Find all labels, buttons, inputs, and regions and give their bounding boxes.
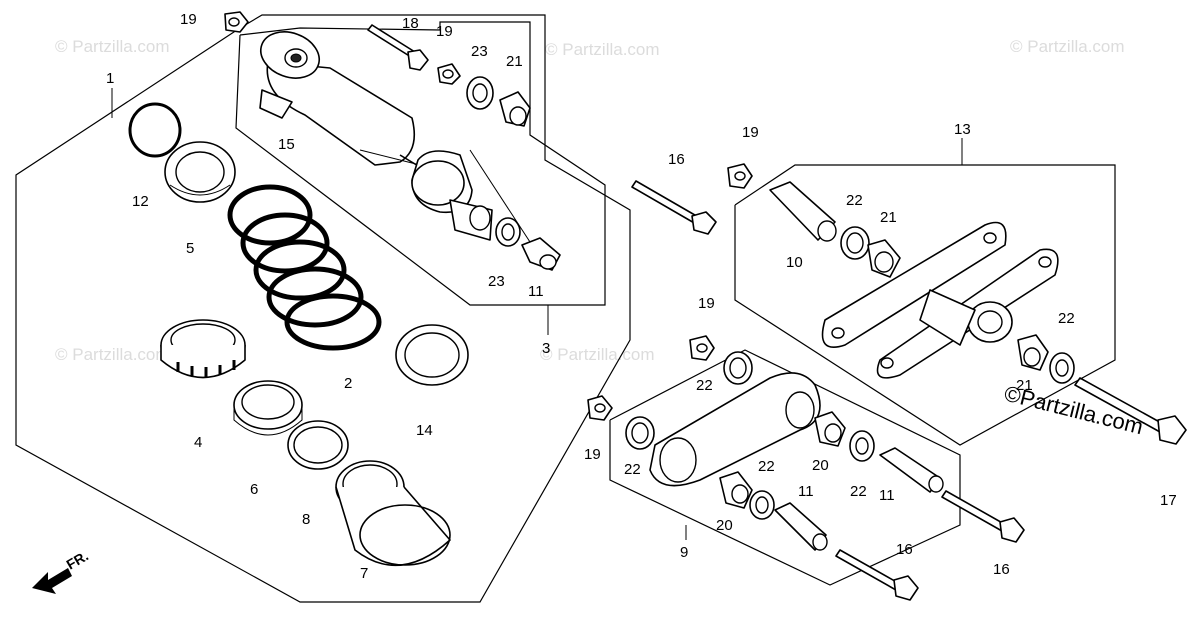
callout-8: 8: [302, 511, 310, 528]
callout-1: 1: [106, 70, 114, 87]
callout-19-right: 19: [742, 124, 759, 141]
seal-22-rod-left: [625, 416, 655, 450]
callout-22-rod-left: 22: [624, 461, 641, 478]
collar-11-left: [521, 237, 561, 271]
shock-absorber: [259, 31, 546, 266]
bushing-21-top: [499, 91, 531, 127]
bearing-cage-4: [160, 319, 246, 379]
callout-4: 4: [194, 434, 202, 451]
watermark: © Partzilla.com: [55, 345, 170, 364]
bushing-21-arm: [867, 239, 901, 278]
watermark: © Partzilla.com: [545, 40, 660, 59]
group-outlines: [15, 14, 1116, 603]
callout-12: 12: [132, 193, 149, 210]
callout-22-right: 22: [1058, 310, 1075, 327]
bushing-20-left: [719, 471, 753, 509]
nut-19-right: [727, 163, 753, 189]
group-3-outline: [235, 21, 606, 306]
callout-13: 13: [954, 121, 971, 138]
spring-seat-5: [164, 141, 236, 203]
seal-22-rod-right: [849, 430, 875, 462]
callout-15: 15: [278, 136, 295, 153]
seal-22-rod-top: [723, 351, 753, 385]
group-9-outline: [609, 349, 961, 586]
bushing-21-right: [1017, 334, 1049, 371]
callout-22-rod-top: 22: [696, 377, 713, 394]
callout-9: 9: [680, 544, 688, 561]
callout-labels: 1 2 3 4 5 6 7 8 9 10 11 11 11 12 13 14 1…: [106, 11, 1177, 582]
callout-20-right: 20: [812, 457, 829, 474]
callout-17: 17: [1160, 492, 1177, 509]
callout-23-top: 23: [471, 43, 488, 60]
callout-2: 2: [344, 375, 352, 392]
callout-14: 14: [416, 422, 433, 439]
callout-16-bottom: 16: [896, 541, 913, 558]
bolt-16-top: [631, 180, 717, 235]
callout-18: 18: [402, 15, 419, 32]
seal-23-top: [466, 76, 494, 110]
collar-11-rod-right: [879, 447, 944, 493]
callout-22-arm: 22: [846, 192, 863, 209]
watermark-group: © Partzilla.com © Partzilla.com © Partzi…: [55, 37, 1125, 364]
arrow-icon: [32, 568, 72, 594]
bolt-17: [1074, 377, 1187, 445]
callout-11-right: 11: [879, 487, 895, 504]
callout-16-top: 16: [668, 151, 685, 168]
callout-23-bottom: 23: [488, 273, 505, 290]
callout-10: 10: [786, 254, 803, 271]
connecting-rod-9: [649, 372, 821, 487]
group-13-outline: [734, 164, 1116, 446]
spring-2: [227, 184, 382, 351]
seal-22-arm: [840, 226, 870, 260]
nut-19-rod-left: [587, 395, 613, 421]
nut-19-top-middle: [437, 63, 461, 85]
callout-21-right: 21: [1016, 377, 1033, 394]
cushion-arm-13: [821, 221, 1059, 379]
callout-11-bottom: 11: [798, 483, 814, 500]
watermark: © Partzilla.com: [55, 37, 170, 56]
collar-11-rod-bottom: [774, 502, 828, 551]
callout-20-left: 20: [716, 517, 733, 534]
callout-22-rod-right: 22: [850, 483, 867, 500]
seal-22-rod-bottom: [749, 490, 775, 520]
ring-6: [233, 380, 303, 436]
retaining-ring-12: [128, 102, 182, 158]
watermark: © Partzilla.com: [1010, 37, 1125, 56]
callout-19-rod-left: 19: [584, 446, 601, 463]
group-1-outline: [15, 14, 631, 603]
callout-11-left: 11: [528, 283, 544, 300]
ring-14: [395, 324, 469, 386]
callout-3: 3: [542, 340, 550, 357]
callout-22-rod-bottom: 22: [758, 458, 775, 475]
callout-5: 5: [186, 240, 194, 257]
seal-22-right: [1049, 352, 1075, 384]
reservoir-body-7: [335, 460, 451, 567]
callout-21-arm: 21: [880, 209, 897, 226]
callout-6: 6: [250, 481, 258, 498]
callout-16-right: 16: [993, 561, 1010, 578]
callout-19-rod-top: 19: [698, 295, 715, 312]
bolt-16-bottom: [835, 549, 919, 601]
seal-23-bottom: [495, 217, 521, 247]
callout-21-top: 21: [506, 53, 523, 70]
nut-19-top-left: [224, 11, 249, 33]
callout-19-top-left: 19: [180, 11, 197, 28]
bushing-20-right: [814, 411, 846, 447]
callout-19-top-middle: 19: [436, 23, 453, 40]
bolt-16-right: [941, 490, 1025, 543]
nut-19-rod-top: [689, 335, 715, 361]
ring-8: [287, 420, 349, 470]
bolt-18: [367, 24, 429, 71]
callout-7: 7: [360, 565, 368, 582]
front-direction-arrow: FR.: [32, 547, 91, 594]
watermark: © Partzilla.com: [540, 345, 655, 364]
copyright-text: ©Partzilla.com: [1002, 381, 1146, 440]
collar-10: [769, 181, 837, 242]
